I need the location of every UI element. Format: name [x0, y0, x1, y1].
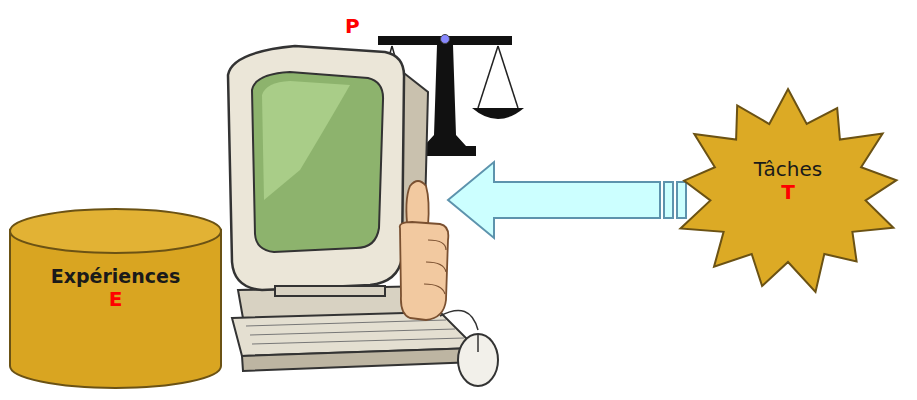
task-arrow — [677, 182, 686, 218]
task-arrow — [664, 182, 673, 218]
balance-scale — [498, 46, 518, 108]
computer — [242, 348, 476, 371]
balance-scale — [472, 108, 524, 119]
computer — [252, 338, 464, 344]
measure-label: P — [345, 16, 360, 36]
computer — [440, 310, 478, 330]
node-text-group: ExpériencesE — [8, 266, 223, 311]
computer — [228, 46, 404, 290]
node-title: Expériences — [51, 266, 180, 288]
balance-scale — [478, 46, 498, 108]
starburst — [681, 89, 897, 292]
thumbs-up-hand — [424, 284, 445, 294]
thumbs-up-hand — [428, 240, 446, 250]
node-symbol: E — [109, 288, 123, 311]
computer — [246, 320, 464, 344]
cylinder-top — [10, 209, 221, 253]
task-arrow — [448, 162, 660, 238]
computer — [262, 81, 350, 200]
node-text-group: TâchesT — [670, 158, 906, 204]
experience-database: ExpériencesE — [8, 208, 223, 390]
thumbs-up-hand — [426, 262, 446, 272]
computer — [458, 334, 498, 386]
computer — [228, 46, 498, 386]
node-title: Tâches — [754, 158, 823, 181]
node-symbol: T — [781, 181, 795, 204]
tasks-starburst: TâchesT — [670, 86, 906, 298]
thumbs-up-hand — [400, 181, 449, 320]
computer — [275, 286, 385, 296]
computer — [252, 72, 383, 252]
task-arrow — [448, 162, 686, 238]
computer — [246, 320, 446, 326]
thumbs-up-hand — [400, 222, 449, 320]
computer — [477, 334, 479, 352]
balance-scale — [424, 45, 466, 146]
balance-scale — [441, 35, 450, 44]
thumbs-up-hand — [424, 240, 446, 294]
computer — [250, 329, 455, 335]
